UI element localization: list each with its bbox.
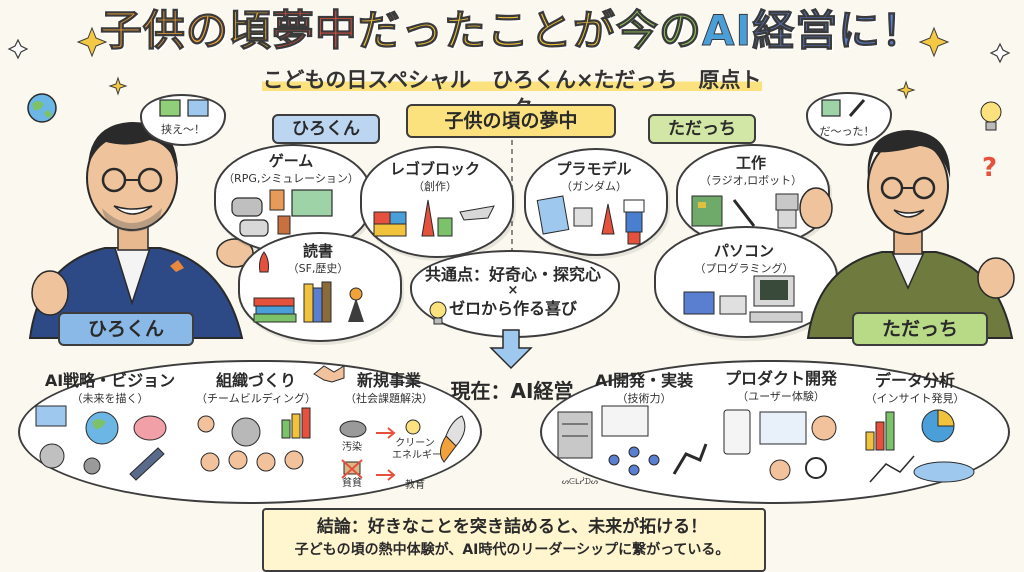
lego-sub: （創作）: [413, 180, 457, 193]
common-line-2: ×: [507, 283, 519, 298]
handshake-icon: [313, 365, 345, 383]
new-business-sub: （社会課題解決）: [345, 392, 433, 405]
ai-strategy-label: AI戦略・ビジョン: [44, 371, 176, 390]
ai-strategy-sub: （未来を描く）: [71, 392, 149, 405]
reading-bubble: [238, 232, 402, 342]
subtitle: こどもの日スペシャル ひろくん×ただっち 原点トーク: [262, 66, 762, 120]
data-analysis-icon: [865, 409, 975, 483]
globe-icon: [27, 93, 57, 123]
page-title: 子供の頃夢中だったことが今のAI経営に！: [0, 2, 1024, 60]
reading-sub: （SF,歴史）: [287, 262, 349, 275]
hiro-header-tag: ひろくん: [272, 114, 380, 144]
pc-label: パソコン: [713, 242, 774, 260]
clean-energy-icon: [405, 419, 421, 435]
title-part-6: AI: [701, 6, 753, 56]
product-ui-icon: [723, 409, 837, 481]
pc-bubble: [654, 226, 838, 338]
conclusion-line-2: 子どもの頃の熱中体験が、AI時代のリーダーシップに繋がっている。: [294, 542, 730, 558]
tadacchi-header-tag: ただっち: [648, 114, 756, 144]
title-part-5: 今の: [615, 6, 702, 56]
org-building-label: 組織づくり: [215, 371, 296, 390]
lightbulb-icon: [429, 301, 447, 325]
product-dev-label: プロダクト開発: [724, 369, 837, 388]
conclusion-box: [262, 508, 766, 572]
hiro-speech-bubble: [140, 94, 226, 146]
pc-sub: （プログラミング）: [694, 262, 794, 275]
ai-dev-sub: （技術力）: [616, 392, 672, 405]
game-screen-icon: [159, 99, 209, 117]
education-label: 教育: [405, 480, 425, 491]
lego-label: レゴブロック: [389, 160, 480, 178]
gundam-model-icon: [536, 195, 645, 245]
common-line-3: ゼロから作る喜び: [448, 299, 577, 318]
craft-sub: （ラジオ,ロボット）: [699, 174, 803, 187]
tadacchi-speech-text: だ〜った！: [819, 125, 875, 138]
pollution-label: 汚染: [342, 442, 362, 453]
org-building-sub: （チームビルディング）: [196, 392, 316, 405]
new-business-label: 新規事業: [356, 371, 421, 390]
common-line-1: 共通点：好奇心・探究心: [424, 265, 601, 284]
tadacchi-name-tag: ただっち: [852, 312, 988, 346]
hiro-name-tag: ひろくん: [58, 312, 194, 346]
tadacchi-speech-bubble: [806, 92, 892, 146]
title-part-1: 子供の: [99, 6, 229, 56]
poverty-label: 貧貧: [342, 478, 362, 489]
lego-blocks-icon: [373, 199, 495, 237]
ai-dev-label: AI開発・実装: [594, 371, 694, 390]
clean-energy-label-2: エネルギー: [392, 450, 442, 461]
title-part-2: 頃: [228, 6, 272, 56]
poverty-icon: [341, 459, 363, 479]
strategy-vision-icon: [35, 405, 167, 481]
hiro-speech-text: 挟え〜！: [161, 123, 205, 136]
down-arrow-icon: [489, 329, 533, 370]
lightbulb-icon: [980, 101, 1002, 131]
reading-label: 読書: [302, 242, 333, 260]
center-banner: 子供の頃の夢中: [406, 104, 616, 138]
plamodel-sub: （ガンダム）: [561, 180, 627, 193]
computer-icon: [683, 275, 803, 323]
title-part-7: 経営に！: [752, 6, 925, 56]
robot-radio-icon: [691, 193, 799, 229]
title-part-4: だったことが: [357, 6, 616, 56]
product-dev-sub: （ユーザー体験）: [737, 390, 825, 403]
conclusion-line-1: 結論：好きなことを突き詰めると、未来が拓ける！: [316, 517, 708, 537]
svg-text:?: ?: [982, 153, 997, 183]
arrow-right-icon: [376, 469, 396, 481]
present-label: 現在：AI経営: [450, 379, 574, 403]
game-sub: （RPG,シミュレーション）: [223, 172, 359, 185]
model-kit-icon: [821, 99, 866, 117]
game-label: ゲーム: [268, 152, 314, 170]
question-mark-icon: ?: [982, 153, 997, 183]
common-point-cloud: [410, 250, 620, 338]
rocket-launch-icon: [440, 415, 466, 463]
game-controller-icon: [231, 189, 333, 237]
data-analysis-label: データ分析: [874, 371, 955, 390]
arrow-right-icon: [376, 427, 396, 439]
lego-bubble: [360, 146, 514, 258]
cloud-pollution-icon: [339, 420, 367, 438]
books-icon: [253, 281, 364, 323]
team-building-icon: [197, 407, 311, 472]
rocket-icon: [259, 251, 269, 273]
plamodel-label: プラモデル: [556, 160, 632, 178]
ai-dev-server-icon: [557, 405, 708, 476]
clean-energy-label-1: クリーン: [395, 438, 435, 449]
ai-dev-tag: ᔕᕮᒪᓰᗪᔕ: [561, 477, 599, 486]
data-analysis-sub: （インサイト発見）: [865, 392, 965, 405]
title-part-3: 夢中: [271, 6, 358, 56]
craft-label: 工作: [735, 154, 766, 172]
